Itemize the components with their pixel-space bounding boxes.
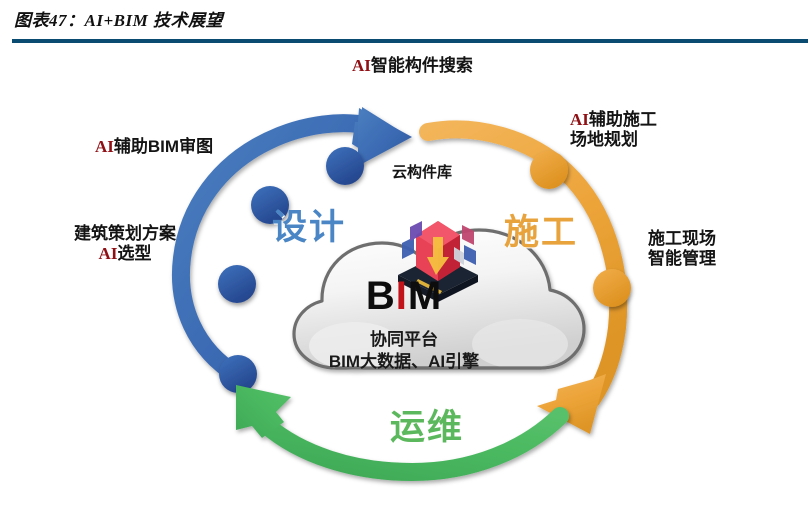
build-node-site [530, 151, 568, 189]
design-node-review [251, 186, 289, 224]
design-arc-nodes [218, 147, 364, 393]
label-ai-bim-review: AI辅助BIM审图 [95, 137, 213, 157]
stage-label-design: 设计 [272, 208, 347, 247]
label-search-ai: AI [352, 56, 371, 75]
label-planning-rest: 选型 [117, 244, 152, 264]
caption-divider [12, 39, 808, 43]
label-ai-component-search: AI智能构件搜索 [352, 56, 473, 76]
label-planning-line2: AI选型 [74, 244, 176, 264]
build-node-mgmt [593, 269, 631, 307]
bim-letter-m: M [407, 274, 443, 318]
build-arc-nodes [530, 151, 631, 307]
cycle-diagram-graphic [172, 107, 631, 482]
label-review-text: 辅助BIM审图 [113, 137, 214, 156]
cloud-subtitle-platform: 协同平台 [370, 330, 438, 349]
label-site-rest: 辅助施工 [588, 110, 657, 129]
label-site-ai: AI [570, 110, 589, 129]
build-arc [419, 120, 628, 434]
label-mgmt-line1: 施工现场 [648, 229, 716, 248]
label-cloud-component-library: 云构件库 [392, 164, 453, 181]
bim-letter-i: I [395, 274, 408, 318]
design-arc [172, 107, 412, 384]
label-review-ai: AI [95, 137, 114, 156]
label-site-line1: AI辅助施工 [570, 110, 657, 130]
label-site-smart-management: 施工现场 智能管理 [648, 229, 716, 269]
label-ai-site-planning: AI辅助施工 场地规划 [570, 110, 657, 150]
diagram-panel: AI智能构件搜索 AI辅助BIM审图 建筑策划方案 AI选型 AI辅助施工 场地… [0, 44, 808, 515]
bim-wordmark: BIM [0, 276, 808, 316]
design-node-search [326, 147, 364, 185]
stage-label-construction: 施工 [504, 213, 579, 252]
ops-arc [236, 385, 569, 482]
label-planning-ai: AI [98, 244, 118, 264]
label-planning-line1: 建筑策划方案 [74, 224, 176, 243]
cloud-subtitle-engine: BIM大数据、AI引擎 [328, 352, 480, 371]
design-node-start [219, 355, 257, 393]
bim-letter-b: B [365, 274, 396, 318]
label-architectural-planning: 建筑策划方案 AI选型 [74, 224, 176, 264]
label-mgmt-line2: 智能管理 [648, 249, 716, 269]
stage-label-operations: 运维 [390, 408, 465, 447]
cloud-component-library-icon [398, 221, 478, 302]
figure-caption: 图表47：AI+BIM 技术展望 [14, 11, 223, 30]
label-search-text: 智能构件搜索 [370, 56, 473, 75]
design-node-planning [218, 265, 256, 303]
label-site-line2: 场地规划 [570, 130, 638, 150]
